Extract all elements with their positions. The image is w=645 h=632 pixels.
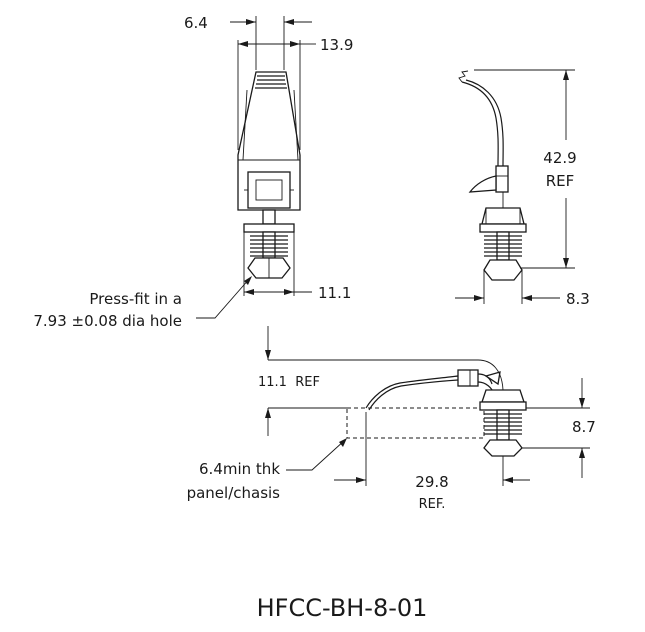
dim-side-width: 8.3 (566, 290, 590, 308)
dim-clip-height: 8.7 (572, 418, 596, 436)
spring-ribs-front (250, 235, 288, 257)
dim-clip-ref: 11.1 REF (258, 375, 320, 390)
note-pressfit-line2: 7.93 ±0.08 dia hole (33, 312, 182, 330)
spring-ribs-mounted (484, 413, 522, 435)
front-view (196, 16, 316, 319)
dim-height-ref-label: REF (546, 172, 575, 190)
part-number-title: HFCC-BH-8-01 (257, 594, 428, 622)
dim-height-ref-value: 42.9 (543, 149, 576, 167)
mounted-view (265, 326, 590, 486)
side-view (455, 69, 575, 304)
dim-length-value: 29.8 (415, 473, 448, 491)
dim-top-width: 13.9 (320, 36, 353, 54)
note-panel-line1: 6.4min thk (199, 460, 280, 478)
dim-base-width: 11.1 (318, 284, 351, 302)
note-panel-line2: panel/chasis (187, 484, 281, 502)
spring-ribs-side (484, 235, 522, 257)
note-pressfit-line1: Press-fit in a (89, 290, 182, 308)
dim-length-label: REF. (419, 497, 446, 512)
dim-top-gap: 6.4 (184, 14, 208, 32)
